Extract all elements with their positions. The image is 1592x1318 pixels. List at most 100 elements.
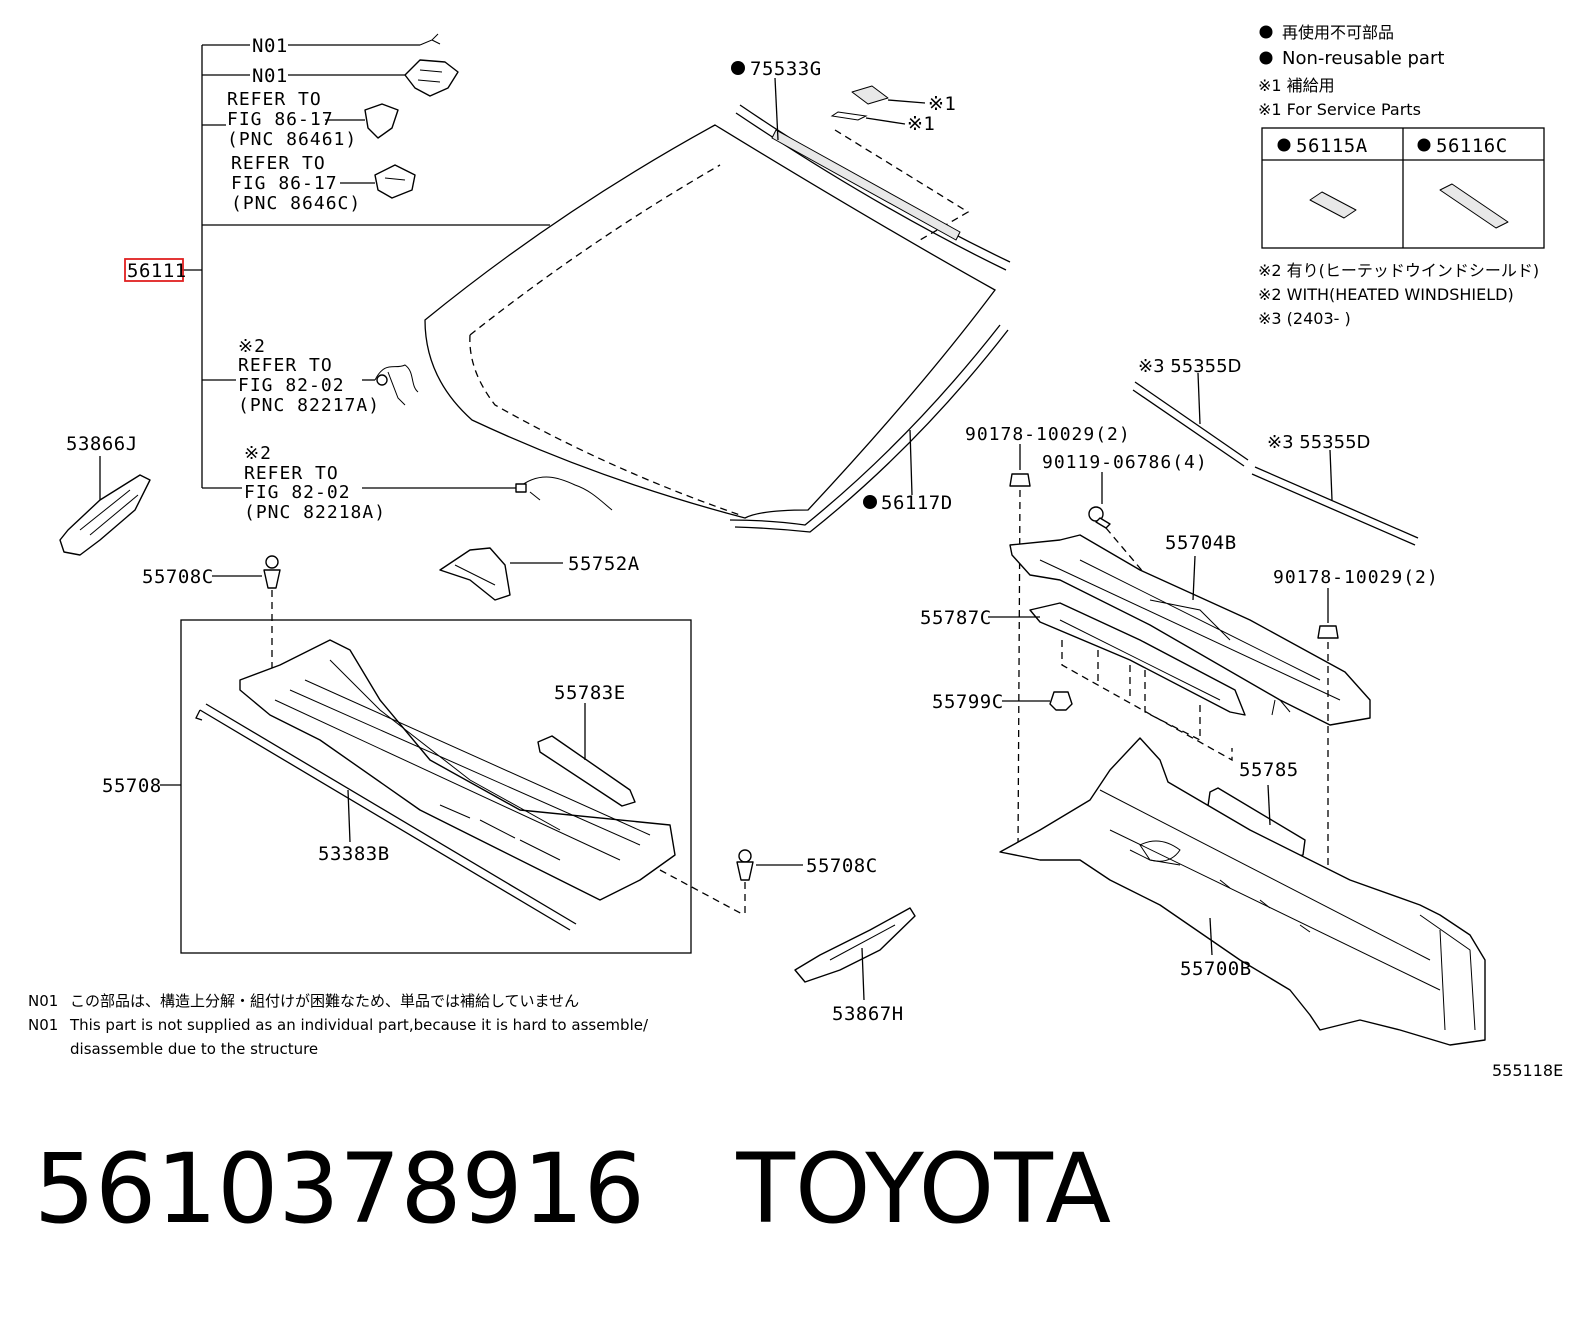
footnote-n01-jp: この部品は、構造上分解・組付けが困難なため、単品では補給していません xyxy=(70,992,579,1010)
part-90119-label[interactable]: 90119-06786(4) xyxy=(1042,452,1208,473)
part-55700b-label[interactable]: 55700B xyxy=(1180,958,1252,980)
rain-sensor-cover-icon xyxy=(364,103,399,139)
ref1-line1: REFER TO xyxy=(227,89,322,110)
nonreusable-dot-75533g xyxy=(731,61,745,75)
part-55355d-b-label[interactable]: ※3 55355D xyxy=(1267,432,1370,453)
service-parts-table: 56115A 56116C xyxy=(1261,127,1545,249)
part-56117d-label[interactable]: 56117D xyxy=(881,492,953,514)
ref3-line3: FIG 82-02 xyxy=(238,375,345,396)
ref2-line3: (PNC 8646C) xyxy=(231,193,361,214)
nut-90178-b xyxy=(1317,625,1339,639)
mark-1a: ※1 xyxy=(928,93,956,115)
ref2-line1: REFER TO xyxy=(231,153,326,174)
footnote-n01-en-1: This part is not supplied as an individu… xyxy=(69,1016,649,1034)
footnote-tag-2: N01 xyxy=(28,1016,58,1034)
ref4-line3: FIG 82-02 xyxy=(244,482,351,503)
leader-55704b xyxy=(1192,555,1196,601)
sensor-housing-icon xyxy=(374,164,416,199)
legend-dot-1 xyxy=(1259,25,1273,39)
pillar-trim-53866j xyxy=(59,474,151,556)
part-75533g-label[interactable]: 75533G xyxy=(750,58,822,80)
part-55708-label[interactable]: 55708 xyxy=(102,775,162,797)
ref3-line2: REFER TO xyxy=(238,355,333,376)
footnote-n01-en-2: disassemble due to the structure xyxy=(70,1040,318,1058)
strip-56115a-icon xyxy=(1309,191,1357,219)
seal-55355d-a xyxy=(1132,381,1249,467)
cowl-panel-55700b xyxy=(999,737,1486,1046)
assembly-55708-box xyxy=(180,619,692,954)
cowl-louver-55708 xyxy=(239,639,676,901)
part-90178-a-label[interactable]: 90178-10029(2) xyxy=(965,424,1131,445)
part-53866j-label[interactable]: 53866J xyxy=(66,433,138,455)
seal-55783e xyxy=(537,735,636,807)
legend-note1-en: ※1 For Service Parts xyxy=(1258,100,1421,119)
service-part-56115a[interactable]: 56115A xyxy=(1296,135,1368,157)
mark-1b: ※1 xyxy=(907,113,935,135)
camera-bracket-icon xyxy=(404,59,459,97)
legend-nonreusable-jp: 再使用不可部品 xyxy=(1282,23,1394,42)
strip-56116c-icon xyxy=(1439,183,1509,229)
clip-55708c-b xyxy=(736,849,754,881)
part-90178-b-label[interactable]: 90178-10029(2) xyxy=(1273,567,1439,588)
clip-55708c-a xyxy=(263,555,281,589)
leader-56117d xyxy=(909,429,913,496)
ref3-line1: ※2 xyxy=(238,336,266,357)
bolt-90119 xyxy=(1088,506,1111,529)
heater-harness-icon-b xyxy=(515,476,613,511)
ref4-line1: ※2 xyxy=(244,443,272,464)
part-55785-label[interactable]: 55785 xyxy=(1239,759,1299,781)
bracket-55787c xyxy=(1029,602,1246,716)
footnote-tag-1: N01 xyxy=(28,992,58,1010)
weatherstrip-53383b xyxy=(195,703,577,931)
sensor-wire-icon xyxy=(419,33,441,46)
part-55708c-b-label[interactable]: 55708C xyxy=(806,855,878,877)
leader-55700b xyxy=(1209,917,1213,956)
legend-dot-2 xyxy=(1259,51,1273,65)
service-strip-b xyxy=(830,111,906,125)
ref4-line2: REFER TO xyxy=(244,463,339,484)
leader-55355d-a xyxy=(1197,372,1201,425)
service-part-56116c[interactable]: 56116C xyxy=(1436,135,1508,157)
legend-note1-jp: ※1 補給用 xyxy=(1258,76,1335,95)
legend-note3: ※3 (2403- ) xyxy=(1258,309,1351,328)
part-53383b-label[interactable]: 53383B xyxy=(318,843,390,865)
leader-75533g xyxy=(774,77,779,141)
part-55704b-label[interactable]: 55704B xyxy=(1165,532,1237,554)
pillar-trim-53867h xyxy=(794,907,916,983)
seal-55355d-b xyxy=(1251,466,1419,546)
callout-tree xyxy=(182,44,550,489)
part-56111-highlight xyxy=(124,258,184,282)
leader-53383b xyxy=(347,789,351,843)
part-55752a-label[interactable]: 55752A xyxy=(568,553,640,575)
leader-55785 xyxy=(1267,784,1271,826)
part-55787c-label[interactable]: 55787C xyxy=(920,607,992,629)
figure-code: 555118E xyxy=(1492,1061,1563,1080)
part-55783e-label[interactable]: 55783E xyxy=(554,682,626,704)
label-n01-b: N01 xyxy=(252,65,288,87)
part-53867h-label[interactable]: 53867H xyxy=(832,1003,904,1025)
part-number-title: 5610378916 TOYOTA xyxy=(34,1133,1111,1245)
part-56111-label[interactable]: 56111 xyxy=(127,260,187,282)
part-55355d-a-label[interactable]: ※3 55355D xyxy=(1138,356,1241,377)
nut-90178-a xyxy=(1009,473,1031,487)
leader-53867h xyxy=(861,947,865,1001)
ref1-line3: (PNC 86461) xyxy=(227,129,357,150)
ref1-line2: FIG 86-17 xyxy=(227,109,334,130)
nonreusable-dot-56117d xyxy=(863,495,877,509)
legend-nonreusable-en: Non-reusable part xyxy=(1282,48,1444,69)
heater-harness-icon-a xyxy=(374,364,419,406)
ref2-line2: FIG 86-17 xyxy=(231,173,338,194)
service-strip-a xyxy=(851,85,926,105)
part-55799c-label[interactable]: 55799C xyxy=(932,691,1004,713)
cowl-top-55704b xyxy=(1009,534,1371,726)
ref4-line4: (PNC 82218A) xyxy=(244,502,386,523)
ref3-line4: (PNC 82217A) xyxy=(238,395,380,416)
legend-note2-jp: ※2 有り(ヒーテッドウインドシールド) xyxy=(1258,261,1539,280)
label-n01-a: N01 xyxy=(252,35,288,57)
leader-55355d-b xyxy=(1329,449,1333,501)
windshield-glass xyxy=(424,104,1011,533)
bracket-55752a xyxy=(439,547,511,601)
part-55708c-a-label[interactable]: 55708C xyxy=(142,566,214,588)
grommet-55799c xyxy=(1049,691,1073,711)
